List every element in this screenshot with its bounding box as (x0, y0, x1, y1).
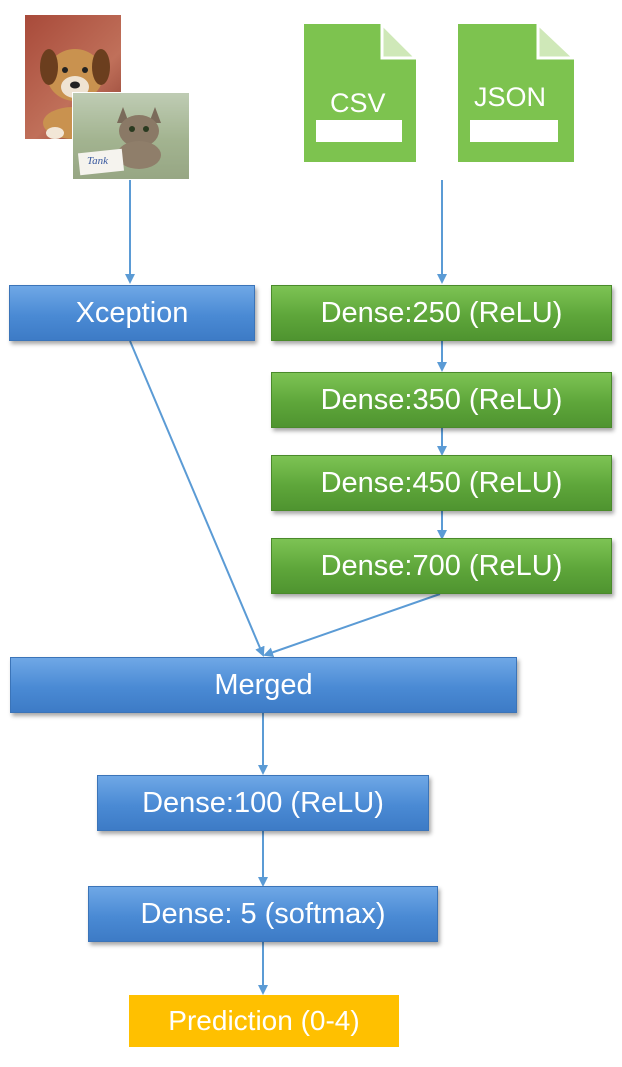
dense-450-node: Dense:450 (ReLU) (271, 455, 612, 511)
arrow-dense700-to-merged (263, 593, 441, 658)
json-label: JSON (474, 82, 547, 112)
dense-250-node: Dense:250 (ReLU) (271, 285, 612, 341)
cat-icon (73, 93, 189, 179)
prediction-node: Prediction (0-4) (129, 995, 399, 1047)
dense-700-node: Dense:700 (ReLU) (271, 538, 612, 594)
dense-5-softmax-node: Dense: 5 (softmax) (88, 886, 438, 942)
dense-100-node: Dense:100 (ReLU) (97, 775, 429, 831)
csv-file-icon (304, 22, 418, 162)
xception-node: Xception (9, 285, 255, 341)
csv-label: CSV (330, 88, 386, 118)
dense-350-node: Dense:350 (ReLU) (271, 372, 612, 428)
json-file-icon (458, 22, 576, 162)
cat-photo: Tank (72, 92, 190, 180)
cat-caption: Tank (87, 155, 108, 167)
arrow-xception-to-merged (129, 340, 265, 657)
merged-node: Merged (10, 657, 517, 713)
